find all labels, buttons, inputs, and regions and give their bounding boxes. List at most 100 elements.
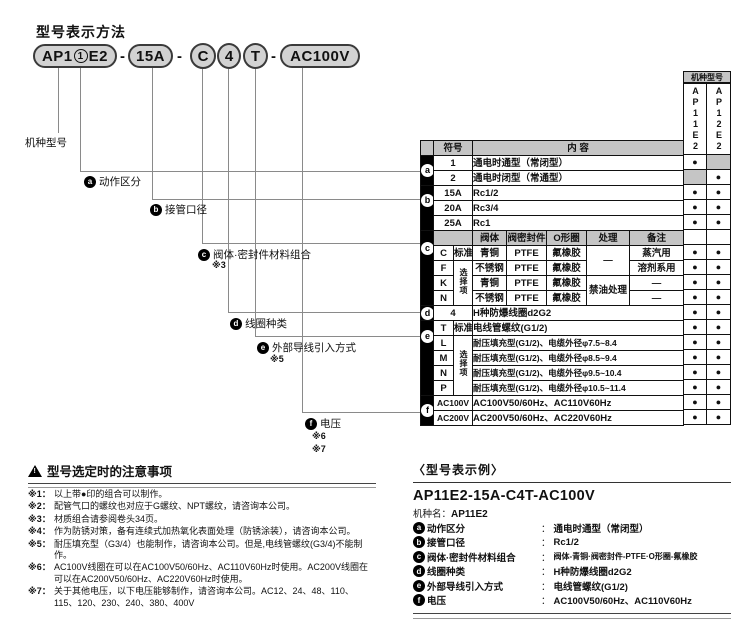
table-row-a2: 2 通电时闭型（常通型） bbox=[421, 170, 685, 186]
seal-cell: PTFE bbox=[506, 290, 548, 306]
availability-cell: ● bbox=[684, 185, 707, 200]
availability-cell: ● bbox=[684, 320, 707, 335]
symbol-cell: K bbox=[433, 275, 454, 291]
body-cell: 不锈钢 bbox=[472, 260, 508, 276]
example-row-label: 外部导线引入方式 bbox=[427, 581, 504, 593]
letter-badge-f: f bbox=[305, 417, 317, 430]
availability-cell: ● bbox=[684, 335, 707, 350]
content-cell: Rc1 bbox=[472, 215, 685, 231]
table-row-d1: d 4 H种防爆线圈d2G2 bbox=[420, 305, 685, 321]
diagram-label-b-text: 接管口径 bbox=[165, 204, 207, 216]
note-number: ※6： bbox=[28, 562, 51, 573]
letter-badge-d: d bbox=[413, 565, 425, 577]
connector-line bbox=[228, 312, 420, 313]
availability-cell: ● bbox=[707, 350, 731, 365]
availability-cell: ● bbox=[707, 380, 731, 395]
connector-line bbox=[80, 68, 81, 171]
table-row-cF: F 选择项 不锈钢 PTFE 氟橡胶 溶剂系用 bbox=[421, 260, 685, 306]
seal-cell: PTFE bbox=[506, 260, 548, 276]
note-cell: — bbox=[629, 275, 685, 291]
notes-section: ! 型号选定时的注意事项 ※1： 以上带●印的组合可以制作。 ※2： 配管气口的… bbox=[28, 461, 376, 609]
diagram-label-c-text: 阀体·密封件材料组合 bbox=[213, 249, 311, 261]
note-number: ※7： bbox=[28, 586, 51, 597]
table-header-row: 符号 内 容 bbox=[420, 140, 685, 156]
connector-line bbox=[302, 412, 420, 413]
connector-line bbox=[255, 336, 420, 337]
note-cell: 溶剂系用 bbox=[629, 260, 685, 276]
group-letter-b: b bbox=[421, 194, 433, 207]
table-row-b2: 20A Rc3/4 bbox=[421, 200, 685, 216]
note-item-3: ※3： 材质组合请参阅卷头34页。 bbox=[28, 514, 376, 525]
symbol-cell: N bbox=[433, 365, 454, 381]
connector-line bbox=[202, 243, 420, 244]
availability-cell: ● bbox=[707, 185, 731, 200]
diagram-label-a: a 动作区分 bbox=[84, 174, 141, 189]
letter-badge-b: b bbox=[413, 536, 425, 548]
warning-icon: ! bbox=[28, 464, 42, 477]
example-bottom-rule bbox=[413, 613, 731, 619]
content-cell: 耐压填充型(G1/2)、电缆外径φ10.5~11.4 bbox=[472, 380, 685, 396]
availability-cell: ● bbox=[707, 215, 731, 230]
availability-cell: ● bbox=[684, 305, 707, 320]
option-label: 选择项 bbox=[452, 260, 474, 306]
note-number: ※3： bbox=[28, 513, 51, 524]
symbol-cell: 15A bbox=[432, 185, 474, 201]
standard-label: 标准 bbox=[452, 245, 474, 261]
table-row-eL: L 选择项 耐压填充型(G1/2)、电缆外径φ7.5~8.4 bbox=[421, 335, 685, 396]
model-code-pill-port: 15A bbox=[128, 44, 173, 68]
model-code-circle-coil: 4 bbox=[217, 43, 241, 69]
group-letter-f: f bbox=[421, 404, 433, 417]
model-column-ap11e2: AP11E2 bbox=[683, 83, 707, 155]
example-row-c: c 阀体·密封件材料组合 ： 阀体-青铜·阀密封件-PTFE·O形圈-氟橡胶 bbox=[413, 550, 731, 564]
example-row-d: d 线圈种类 ： H种防爆线圈d2G2 bbox=[413, 564, 731, 578]
treat-cell: — bbox=[586, 245, 631, 276]
symbol-cell: 4 bbox=[432, 305, 474, 321]
availability-cell: ● bbox=[707, 395, 731, 410]
table-row-eM: M 耐压填充型(G1/2)、电缆外径φ8.5~9.4 bbox=[421, 350, 685, 366]
example-section: 〈型号表示例〉 AP11E2-15A-C4T-AC100V 机种名：AP11E2… bbox=[413, 461, 731, 619]
table-row-a1: a 1 通电时通型（常闭型） bbox=[420, 155, 685, 186]
content-cell: Rc1/2 bbox=[472, 185, 685, 201]
diagram-label-a-text: 动作区分 bbox=[99, 176, 141, 188]
example-row-label: 阀体·密封件材料组合 bbox=[427, 552, 516, 564]
subheader-spacer bbox=[432, 230, 474, 246]
note-text: 关于其他电压，以下电压能够制作，请咨询本公司。AC12、24、48、110、11… bbox=[54, 586, 354, 608]
connector-line bbox=[255, 69, 256, 336]
symbol-cell: AC100V bbox=[432, 395, 474, 411]
table-row-eT: e T 标准 电线管螺纹(G1/2) bbox=[420, 320, 685, 396]
example-row-value: AC100V50/60Hz、AC110V60Hz bbox=[553, 596, 692, 607]
availability-cell bbox=[707, 230, 731, 245]
machine-model-label: 机种型号 bbox=[25, 137, 67, 149]
header-spacer bbox=[420, 140, 434, 156]
example-row-value: 电线管螺纹(G1/2) bbox=[553, 581, 628, 593]
group-letter-e: e bbox=[421, 330, 433, 343]
standard-label: 标准 bbox=[452, 320, 474, 336]
symbol-cell: L bbox=[433, 335, 454, 351]
availability-cell: ● bbox=[684, 275, 707, 290]
diagram-label-b: b 接管口径 bbox=[150, 202, 207, 217]
ref-note-3: ※3 bbox=[212, 260, 226, 270]
content-cell: H种防爆线圈d2G2 bbox=[472, 305, 685, 321]
availability-cell: ● bbox=[684, 365, 707, 380]
availability-cell: ● bbox=[707, 335, 731, 350]
body-cell: 青铜 bbox=[472, 245, 508, 261]
content-cell: AC100V50/60Hz、AC110V60Hz bbox=[472, 395, 685, 411]
symbol-header: 符号 bbox=[432, 140, 474, 156]
connector-line bbox=[80, 171, 420, 172]
availability-cell: ● bbox=[707, 410, 731, 425]
example-row-value: 阀体-青铜·阀密封件-PTFE·O形圈-氟橡胶 bbox=[553, 552, 698, 561]
letter-badge-e: e bbox=[257, 341, 269, 354]
letter-badge-e: e bbox=[413, 579, 425, 592]
dash-separator: - bbox=[120, 48, 125, 65]
note-text: 作为防锈对策，备有连续式加热氧化表面处理（防锈涂装），请咨询本公司。 bbox=[54, 526, 356, 537]
note-text: 耐压填充型（G3/4）也能制作，请咨询本公司。但是,电线管螺纹(G3/4)不能制… bbox=[54, 538, 363, 561]
oring-cell: 氟橡胶 bbox=[546, 275, 588, 291]
ref-note-6: ※6 bbox=[312, 431, 326, 441]
subheader-seal: 阀密封件 bbox=[506, 230, 548, 246]
group-bracket-b: b bbox=[420, 185, 434, 231]
model-code-series-pre: AP1 bbox=[41, 47, 73, 65]
content-cell: 通电时闭型（常通型） bbox=[472, 170, 685, 186]
example-row-a: a 动作区分 ： 通电时通型（常闭型） bbox=[413, 521, 731, 535]
